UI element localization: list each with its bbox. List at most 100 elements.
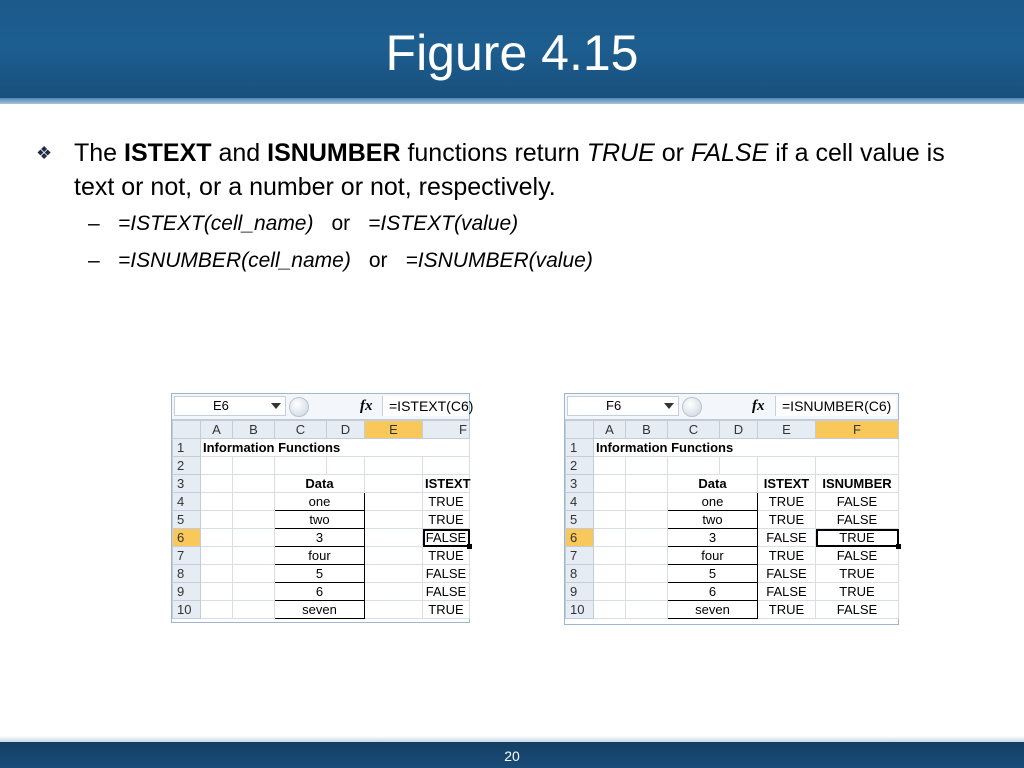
cell[interactable] <box>593 474 626 493</box>
cell[interactable] <box>364 492 423 511</box>
select-all-corner[interactable] <box>172 420 201 439</box>
column-header[interactable]: A <box>200 420 233 439</box>
cell-isnumber-result[interactable]: FALSE <box>815 492 899 511</box>
cell[interactable] <box>593 456 626 475</box>
cell[interactable] <box>364 510 423 529</box>
cell-data-value[interactable]: four <box>274 546 365 565</box>
row-header[interactable]: 4 <box>565 492 594 511</box>
cell[interactable] <box>200 492 233 511</box>
cell[interactable] <box>719 456 758 475</box>
row-header[interactable]: 1 <box>565 438 594 457</box>
cell[interactable] <box>422 456 470 475</box>
insert-function-icon[interactable]: fx <box>752 398 765 414</box>
cell[interactable] <box>364 600 423 619</box>
row-header[interactable]: 6 <box>172 528 201 547</box>
name-box[interactable]: E6 <box>174 396 286 416</box>
cell[interactable] <box>815 456 899 475</box>
cell[interactable] <box>593 582 626 601</box>
cell-data-value[interactable]: 6 <box>274 582 365 601</box>
cell[interactable] <box>200 546 233 565</box>
cell-istext-result[interactable]: FALSE <box>757 582 816 601</box>
cell-title[interactable]: Information Functions <box>200 438 470 457</box>
row-header[interactable]: 3 <box>172 474 201 493</box>
cell[interactable] <box>274 456 327 475</box>
cell-header-isnumber[interactable]: ISNUMBER <box>815 474 899 493</box>
formula-cancel-icon[interactable] <box>682 397 702 417</box>
cell-isnumber-result[interactable]: FALSE <box>815 546 899 565</box>
cell-data-value[interactable]: two <box>667 510 758 529</box>
column-header[interactable]: B <box>625 420 668 439</box>
cell-isnumber-result[interactable]: TRUE <box>815 564 899 583</box>
cell[interactable] <box>593 528 626 547</box>
cell[interactable] <box>364 528 423 547</box>
cell[interactable] <box>232 582 275 601</box>
cell[interactable] <box>364 564 423 583</box>
cell[interactable] <box>232 564 275 583</box>
select-all-corner[interactable] <box>565 420 594 439</box>
cell[interactable] <box>593 510 626 529</box>
formula-input[interactable]: =ISNUMBER(C6) <box>775 396 896 416</box>
cell[interactable] <box>232 474 275 493</box>
row-header[interactable]: 7 <box>565 546 594 565</box>
cell[interactable] <box>625 528 668 547</box>
row-header[interactable]: 3 <box>565 474 594 493</box>
cell-data-value[interactable]: 5 <box>667 564 758 583</box>
row-header[interactable]: 10 <box>565 600 594 619</box>
cell[interactable] <box>625 474 668 493</box>
column-header[interactable]: E <box>364 420 423 439</box>
cell-data-value[interactable]: seven <box>274 600 365 619</box>
row-header[interactable]: 6 <box>565 528 594 547</box>
cell[interactable] <box>364 456 423 475</box>
cell-data-value[interactable]: 6 <box>667 582 758 601</box>
column-header[interactable]: D <box>326 420 365 439</box>
cell-istext-result[interactable]: TRUE <box>422 510 470 529</box>
row-header[interactable]: 9 <box>565 582 594 601</box>
column-header[interactable]: E <box>757 420 816 439</box>
column-header[interactable]: C <box>667 420 720 439</box>
row-header[interactable]: 8 <box>565 564 594 583</box>
cell[interactable] <box>200 474 233 493</box>
cell-isnumber-result[interactable]: FALSE <box>815 600 899 619</box>
cell-istext-result[interactable]: FALSE <box>422 528 473 550</box>
cell-header-data[interactable]: Data <box>667 474 758 493</box>
cell[interactable] <box>625 546 668 565</box>
dropdown-arrow-icon[interactable] <box>271 403 281 409</box>
cell-istext-result[interactable]: FALSE <box>422 582 470 601</box>
cell-istext-result[interactable]: FALSE <box>757 564 816 583</box>
cell-istext-result[interactable]: TRUE <box>422 492 470 511</box>
cell-data-value[interactable]: 3 <box>667 528 758 547</box>
name-box[interactable]: F6 <box>567 396 679 416</box>
cell[interactable] <box>232 492 275 511</box>
cell-data-value[interactable]: seven <box>667 600 758 619</box>
cell[interactable] <box>200 510 233 529</box>
cell[interactable] <box>364 546 423 565</box>
row-header[interactable]: 2 <box>565 456 594 475</box>
cell[interactable] <box>326 456 365 475</box>
cell[interactable] <box>364 582 423 601</box>
row-header[interactable]: 4 <box>172 492 201 511</box>
column-header[interactable]: C <box>274 420 327 439</box>
cell[interactable] <box>364 474 423 493</box>
cell-istext-result[interactable]: FALSE <box>422 564 470 583</box>
cell-istext-result[interactable]: TRUE <box>422 546 470 565</box>
cell[interactable] <box>667 456 720 475</box>
column-header[interactable]: F <box>422 420 470 439</box>
cell-istext-result[interactable]: FALSE <box>757 528 816 547</box>
cell[interactable] <box>200 456 233 475</box>
column-header[interactable]: A <box>593 420 626 439</box>
cell-istext-result[interactable]: TRUE <box>757 510 816 529</box>
cell[interactable] <box>200 528 233 547</box>
formula-input[interactable]: =ISTEXT(C6) <box>382 396 473 416</box>
cell-istext-result[interactable]: TRUE <box>422 600 470 619</box>
cell-header-istext[interactable]: ISTEXT <box>757 474 816 493</box>
row-header[interactable]: 9 <box>172 582 201 601</box>
cell-istext-result[interactable]: TRUE <box>757 546 816 565</box>
cell-header-istext[interactable]: ISTEXT <box>422 474 471 493</box>
formula-cancel-icon[interactable] <box>289 397 309 417</box>
row-header[interactable]: 8 <box>172 564 201 583</box>
cell-data-value[interactable]: four <box>667 546 758 565</box>
cell-isnumber-result[interactable]: FALSE <box>815 510 899 529</box>
cell[interactable] <box>232 510 275 529</box>
cell[interactable] <box>625 582 668 601</box>
row-header[interactable]: 1 <box>172 438 201 457</box>
